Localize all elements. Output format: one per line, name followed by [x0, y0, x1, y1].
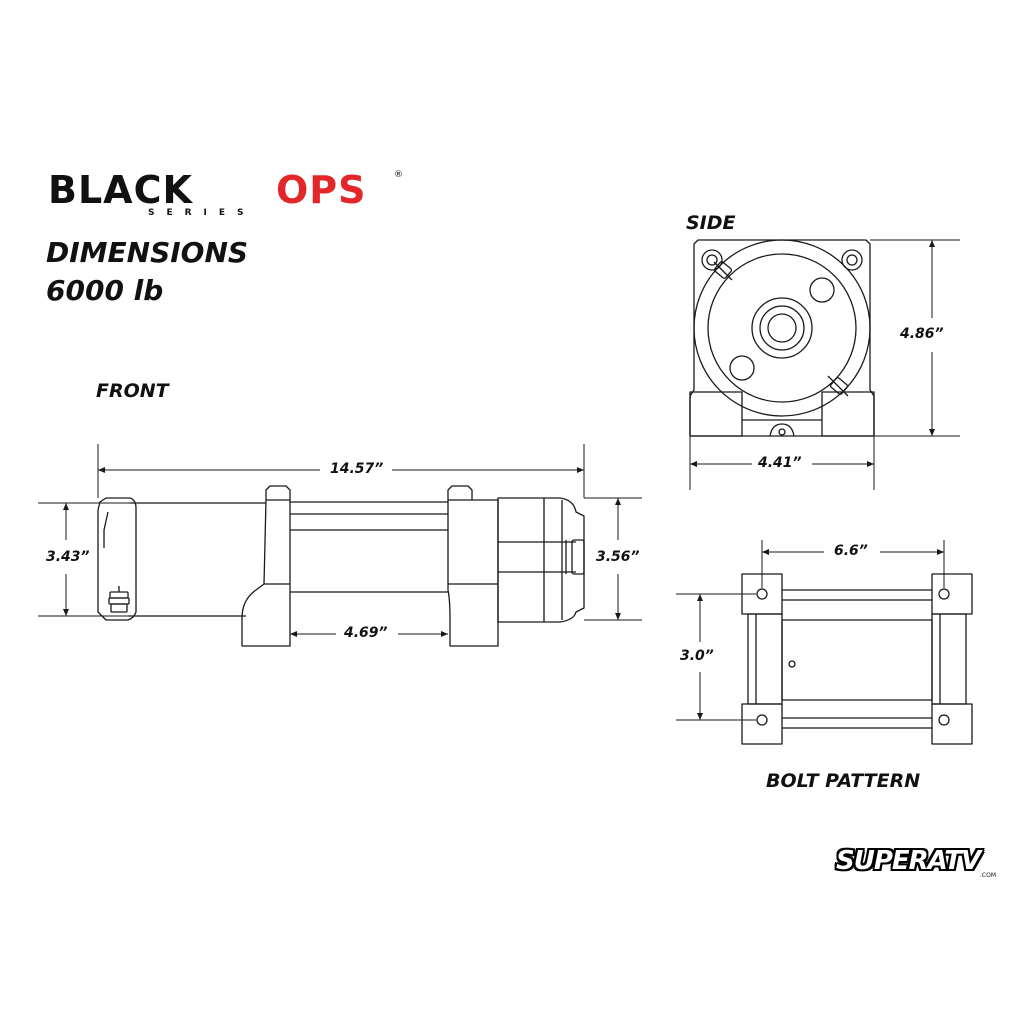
logo-ops-word: OPS	[276, 168, 367, 212]
front-view-label: FRONT	[96, 380, 169, 402]
side-bottom-tab	[769, 423, 795, 437]
superatv-logo: SUPERATV	[836, 846, 981, 876]
bolt-center-drum	[781, 619, 933, 701]
side-right-foot	[821, 391, 875, 437]
logo-registered-mark: ®	[394, 170, 403, 180]
side-hole-upper-right	[841, 249, 863, 271]
front-drum-height-label: 3.43”	[46, 549, 90, 565]
bolt-left-rail	[747, 613, 783, 705]
front-overall-length-label: 14.57”	[330, 461, 384, 477]
bolt-hole-3	[756, 714, 768, 726]
bolt-vertical-spacing-label: 3.0”	[680, 648, 714, 664]
side-view-drawing	[689, 239, 960, 490]
front-bolt	[108, 586, 130, 613]
side-left-foot	[689, 391, 743, 437]
bolt-hole-4	[938, 714, 950, 726]
bolt-pattern-label: BOLT PATTERN	[766, 770, 921, 792]
bolt-horizontal-spacing-label: 6.6”	[834, 543, 868, 559]
front-left-bracket	[241, 485, 291, 647]
side-housing-outline	[689, 239, 875, 437]
bolt-plate-bottom-left	[741, 703, 783, 745]
front-drum-notch	[103, 511, 109, 548]
bolt-right-rail	[931, 613, 967, 705]
side-view-label: SIDE	[686, 212, 736, 234]
side-hole-mid-right	[809, 277, 835, 303]
page-title: DIMENSIONS	[46, 236, 249, 269]
side-width-label: 4.41”	[758, 455, 802, 471]
superatv-logo-suffix: .COM	[980, 872, 996, 879]
logo-black-word: BLACK	[48, 168, 193, 212]
side-hole-lower-left	[729, 355, 755, 381]
side-hole-upper-left	[701, 249, 723, 271]
page-subtitle: 6000 lb	[46, 274, 164, 307]
front-view-drawing	[38, 444, 642, 647]
bolt-hole-1	[756, 588, 768, 600]
bolt-pattern-drawing	[676, 540, 973, 745]
front-right-bracket	[447, 485, 499, 647]
side-hub	[751, 297, 813, 359]
bolt-plate-top-right	[931, 573, 973, 615]
side-height-label: 4.86”	[900, 326, 944, 342]
front-drum-housing	[97, 497, 137, 621]
bolt-plate-bottom-right	[931, 703, 973, 745]
logo-series-word: SERIES	[148, 208, 256, 218]
bolt-hole-2	[938, 588, 950, 600]
front-gearbox	[497, 497, 585, 623]
side-bolt-lower	[827, 375, 849, 397]
side-bolt-upper	[713, 261, 733, 281]
side-outer-ring	[693, 239, 871, 417]
front-foot-spacing-label: 4.69”	[344, 625, 388, 641]
front-motor-height-label: 3.56”	[596, 549, 640, 565]
